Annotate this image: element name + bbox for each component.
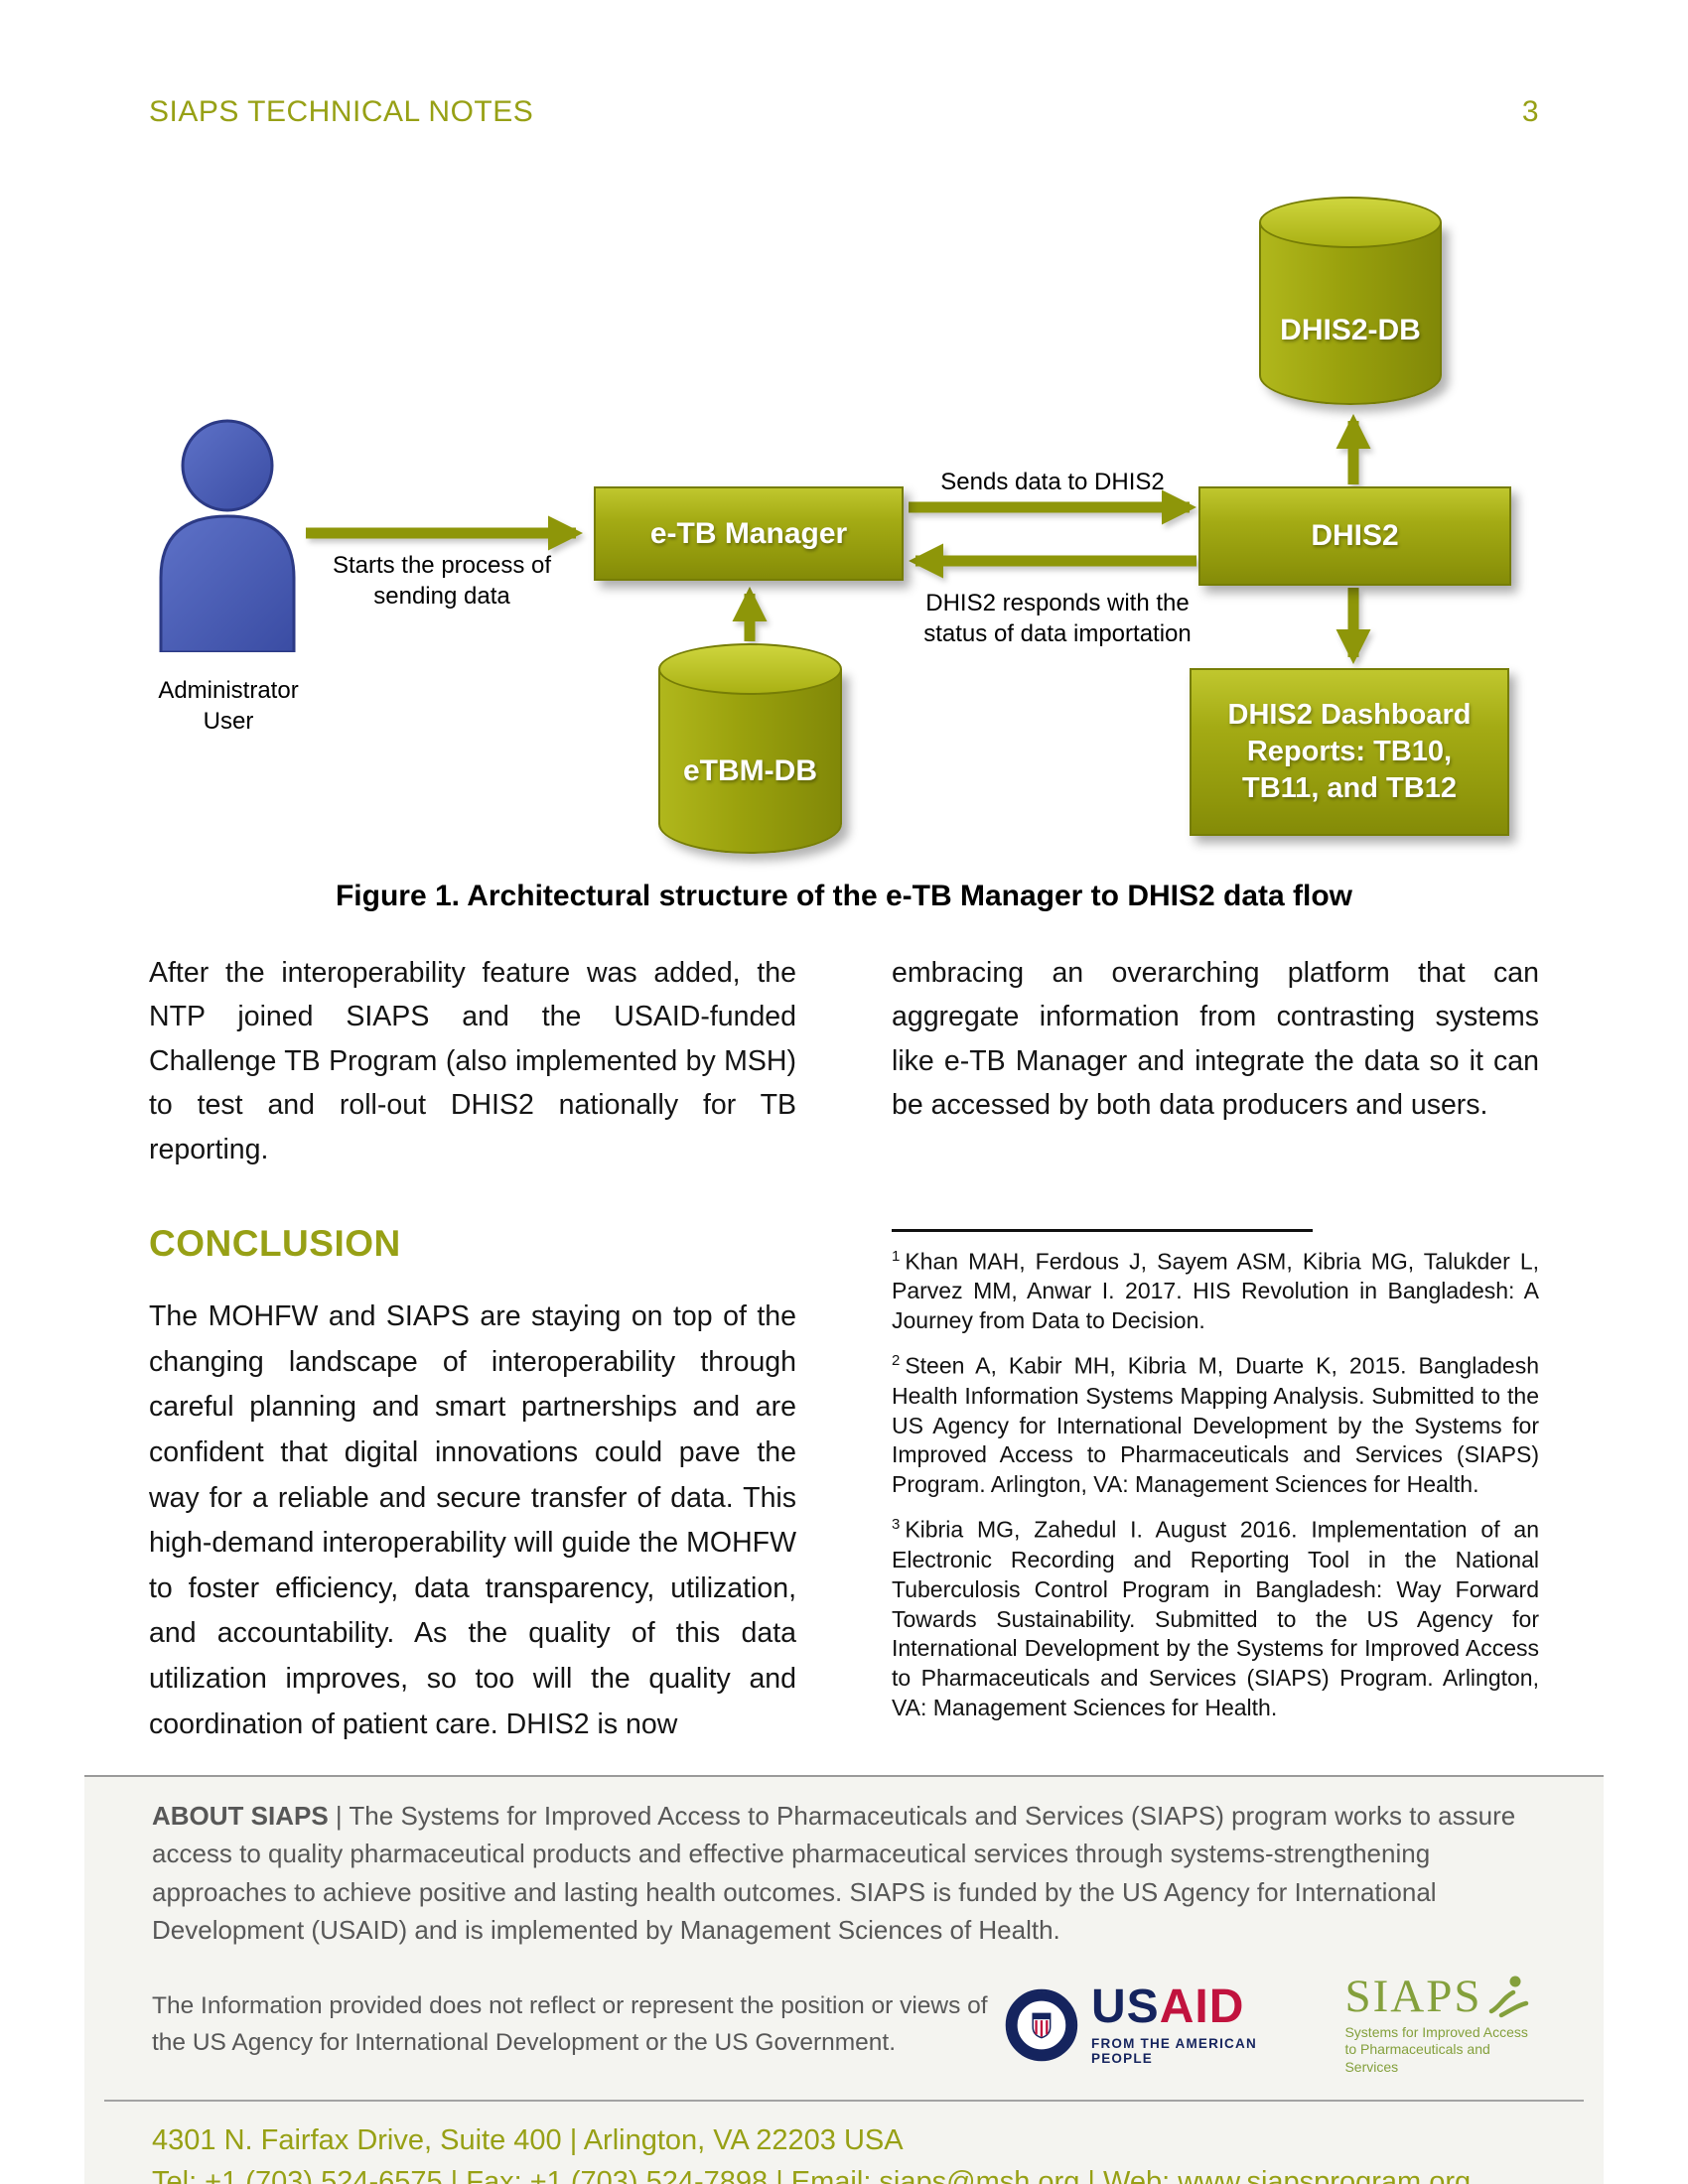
usaid-seal-icon xyxy=(1005,1988,1078,2061)
cylinder-top xyxy=(658,643,842,695)
node-dhis2-label: DHIS2 xyxy=(1311,519,1399,552)
paragraph-interoperability: After the interoperability feature was a… xyxy=(149,957,796,1165)
usaid-word-aid: AID xyxy=(1159,1980,1245,2034)
cylinder-body xyxy=(658,669,842,854)
flow-arrows xyxy=(306,413,1371,665)
siaps-wordmark: SIAPS xyxy=(1344,1970,1542,2022)
edge-label-sends-data: Sends data to DHIS2 xyxy=(940,469,1165,495)
cylinder-body xyxy=(1259,222,1442,405)
admin-user-label: Administrator User xyxy=(158,677,299,736)
paragraph-embracing: embracing an overarching platform that c… xyxy=(892,957,1539,1122)
footnote-text: Kibria MG, Zahedul I. August 2016. Imple… xyxy=(892,1516,1539,1721)
node-dhis2-db-label: DHIS2-DB xyxy=(1280,314,1421,346)
right-column: embracing an overarching platform that c… xyxy=(892,951,1539,1747)
edge-label-starts-process: Starts the process of sending data xyxy=(332,552,552,611)
node-etb-manager: e-TB Manager xyxy=(594,486,904,581)
conclusion-paragraph: The MOHFW and SIAPS are staying on top o… xyxy=(149,1300,796,1740)
about-siaps-paragraph: ABOUT SIAPS | The Systems for Improved A… xyxy=(152,1797,1542,1950)
node-etbm-db: eTBM-DB xyxy=(658,643,842,854)
footnote-text: Khan MAH, Ferdous J, Sayem ASM, Kibria M… xyxy=(892,1248,1539,1334)
siaps-tagline: Systems for Improved Access to Pharmaceu… xyxy=(1344,2023,1528,2075)
node-dhis2-dashboard-label: DHIS2 Dashboard Reports: TB10, TB11, and… xyxy=(1227,698,1472,805)
usaid-word: USAID xyxy=(1091,1983,1317,2031)
node-dhis2: DHIS2 xyxy=(1198,486,1511,586)
usaid-tagline: FROM THE AMERICAN PEOPLE xyxy=(1091,2036,1257,2067)
disclaimer-text: The Information provided does not reflec… xyxy=(152,1991,988,2056)
figure-caption: Figure 1. Architectural structure of the… xyxy=(335,880,1353,912)
usaid-wordmark: USAID FROM THE AMERICAN PEOPLE xyxy=(1091,1983,1317,2067)
usaid-word-us: US xyxy=(1091,1980,1160,2034)
node-etb-manager-label: e-TB Manager xyxy=(649,516,848,550)
left-column: After the interoperability feature was a… xyxy=(149,951,796,1747)
address-line-2: Tel: +1 (703) 524-6575 | Fax: +1 (703) 5… xyxy=(152,2166,1472,2184)
footnote-marker: 2 xyxy=(892,1352,901,1370)
page-header: SIAPS TECHNICAL NOTES 3 xyxy=(149,95,1539,129)
siaps-logo: SIAPS Systems for Improved Access to Pha… xyxy=(1344,1970,1542,2077)
footnote-divider xyxy=(892,1228,1313,1232)
conclusion-heading: CONCLUSION xyxy=(149,1223,401,1265)
node-etbm-db-label: eTBM-DB xyxy=(683,754,817,787)
footer-divider xyxy=(104,2100,1584,2103)
about-siaps-label: ABOUT SIAPS xyxy=(152,1801,329,1831)
usaid-logo: USAID FROM THE AMERICAN PEOPLE xyxy=(1004,1983,1317,2066)
page-number: 3 xyxy=(1521,95,1539,128)
footnote-marker: 1 xyxy=(892,1247,901,1265)
architecture-diagram: Administrator User e-TB Manager DHIS2 DH… xyxy=(149,139,1539,882)
cylinder-top xyxy=(1259,197,1442,248)
disclaimer-row: The Information provided does not reflec… xyxy=(152,1970,1542,2077)
footnote-marker: 3 xyxy=(892,1516,901,1534)
logos: USAID FROM THE AMERICAN PEOPLE SIAPS Sys… xyxy=(1004,1970,1542,2077)
address-line-1: 4301 N. Fairfax Drive, Suite 400 | Arlin… xyxy=(152,2124,904,2157)
footnote-text: Steen A, Kabir MH, Kibria M, Duarte K, 2… xyxy=(892,1352,1539,1498)
node-dhis2-db: DHIS2-DB xyxy=(1259,197,1442,405)
body-columns: After the interoperability feature was a… xyxy=(149,951,1539,1747)
siaps-word: SIAPS xyxy=(1344,1970,1482,2022)
page-footer: ABOUT SIAPS | The Systems for Improved A… xyxy=(84,1775,1604,2184)
about-siaps-text: | The Systems for Improved Access to Pha… xyxy=(152,1801,1516,1946)
administrator-user-icon xyxy=(159,419,296,652)
header-title: SIAPS TECHNICAL NOTES xyxy=(149,95,534,128)
siaps-figure-icon xyxy=(1489,1976,1529,2018)
address-block: 4301 N. Fairfax Drive, Suite 400 | Arlin… xyxy=(152,2119,1604,2184)
node-dhis2-dashboard: DHIS2 Dashboard Reports: TB10, TB11, and… xyxy=(1190,668,1509,836)
edge-label-dhis2-responds: DHIS2 responds with the status of data i… xyxy=(923,590,1192,648)
